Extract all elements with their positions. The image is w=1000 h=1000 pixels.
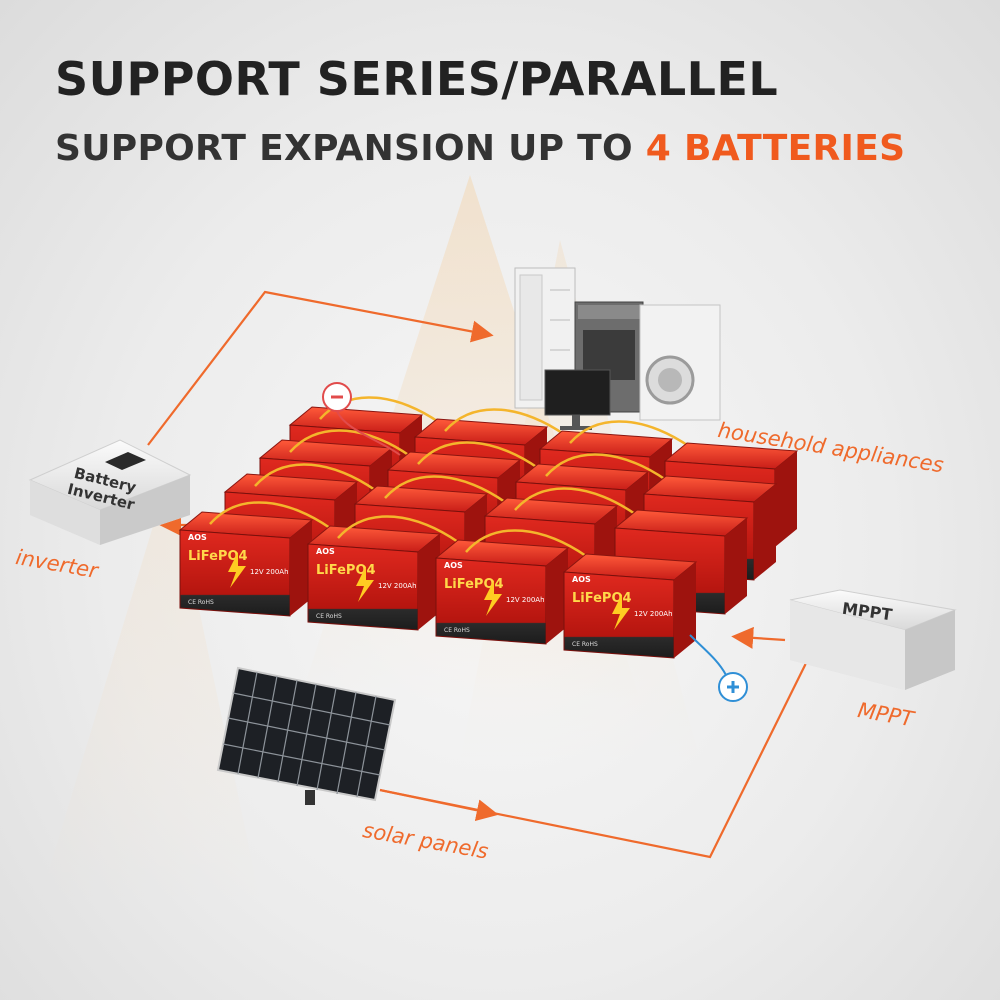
mppt-device xyxy=(789,589,957,690)
battery-chemistry-label: LiFePO4 xyxy=(444,577,504,592)
battery-cert-marks: CE RoHS xyxy=(188,599,214,606)
lightning-bolt-icon xyxy=(228,552,246,588)
battery-brand-label: AOS xyxy=(188,533,207,542)
battery-cable xyxy=(289,429,411,458)
battery-rating-label: 12V 200Ah xyxy=(634,610,673,618)
negative-terminal-marker xyxy=(322,382,352,412)
positive-terminal-marker xyxy=(718,672,748,702)
battery-brand-label: AOS xyxy=(316,547,335,556)
lightning-bolt-icon xyxy=(484,580,502,616)
battery-cable xyxy=(384,475,506,504)
battery-chemistry-label: LiFePO4 xyxy=(572,591,632,606)
subheadline-highlight: 4 BATTERIES xyxy=(645,128,906,169)
arrow-to-appliances xyxy=(147,290,494,446)
battery-cert-marks: CE RoHS xyxy=(444,627,470,634)
lightning-bolt-icon xyxy=(356,566,374,602)
solar-panel-icon xyxy=(216,666,397,805)
battery-cert-marks: CE RoHS xyxy=(572,641,598,648)
battery-chemistry-label: LiFePO4 xyxy=(316,563,376,578)
lightning-bolt-icon xyxy=(612,594,630,630)
battery-cable xyxy=(337,515,459,544)
subheadline-prefix: SUPPORT EXPANSION UP TO xyxy=(55,128,633,169)
battery-brand-label: AOS xyxy=(572,575,591,584)
battery-cable xyxy=(254,463,376,492)
battery-cable xyxy=(465,529,587,558)
battery-cable xyxy=(569,420,691,449)
battery-cable xyxy=(209,501,331,530)
inverter-display xyxy=(105,452,146,470)
battery-cable xyxy=(444,408,566,437)
battery-cert-marks: CE RoHS xyxy=(316,613,342,620)
battery-cable xyxy=(417,441,539,470)
battery-chemistry-label: LiFePO4 xyxy=(188,549,248,564)
headline: SUPPORT SERIES/PARALLEL xyxy=(55,52,779,106)
household-appliances-icon xyxy=(514,267,721,430)
arrow-to-batteries xyxy=(731,626,786,649)
battery-cable xyxy=(545,453,667,482)
battery-cable xyxy=(514,487,636,516)
battery-brand-label: AOS xyxy=(444,561,463,570)
battery-rating-label: 12V 200Ah xyxy=(250,568,289,576)
battery-rating-label: 12V 200Ah xyxy=(378,582,417,590)
battery-inverter-device xyxy=(28,439,192,545)
battery-rating-label: 12V 200Ah xyxy=(506,596,545,604)
subheadline: SUPPORT EXPANSION UP TO 4 BATTERIES xyxy=(55,128,905,169)
